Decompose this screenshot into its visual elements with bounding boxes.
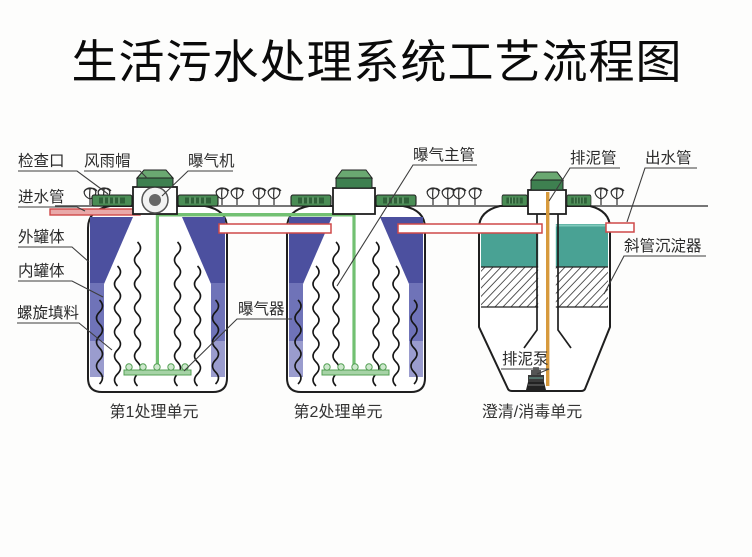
tank1-aeration-riser-pipe bbox=[155, 214, 159, 372]
caption-unit3: 澄清/消毒单元 bbox=[482, 403, 582, 421]
label-rain-cap: 风雨帽 bbox=[84, 152, 131, 170]
leader-sludge-pipe bbox=[548, 167, 620, 202]
tank2-rain-cap-front bbox=[335, 177, 373, 189]
tank2-manhole bbox=[290, 169, 417, 215]
label-inlet-pipe: 进水管 bbox=[18, 188, 65, 206]
caption-unit1: 第1处理单元 bbox=[110, 403, 199, 421]
tank1-wall-band-right bbox=[211, 283, 225, 341]
leader-inclined-tube-settler bbox=[603, 255, 706, 295]
page-title: 生活污水处理系统工艺流程图 bbox=[72, 37, 683, 88]
tank1-wall-wedge-right bbox=[182, 217, 225, 284]
leader-rain-cap bbox=[84, 170, 148, 179]
leader-spiral-packing bbox=[17, 322, 113, 351]
tank3-center-channel-walls bbox=[523, 213, 572, 349]
tank2-rain-cap-top bbox=[335, 169, 373, 179]
label-inclined-tube-settler: 斜管沉淀器 bbox=[624, 237, 702, 255]
tank3-manhole bbox=[501, 171, 592, 386]
label-outlet-pipe: 出水管 bbox=[645, 149, 692, 167]
tank2-diffuser-bar bbox=[321, 363, 390, 376]
label-spiral-packing: 螺旋填料 bbox=[17, 304, 79, 322]
label-sludge-pump: 排泥泵 bbox=[502, 350, 549, 368]
tank1-wall-band-left bbox=[90, 283, 104, 341]
tank1-wall-band-left-lower bbox=[90, 341, 104, 377]
leader-sludge-pump bbox=[501, 368, 550, 375]
label-outer-tank: 外罐体 bbox=[18, 228, 65, 246]
leader-lines bbox=[17, 164, 706, 375]
tank1-vent-cap-right bbox=[177, 194, 219, 207]
transfer-pipe-1-2 bbox=[218, 223, 332, 234]
caption-unit2: 第2处理单元 bbox=[294, 403, 383, 421]
tank-1 bbox=[87, 205, 228, 393]
callout-labels: 检查口 风雨帽 曝气机 进水管 外罐体 内罐体 螺旋填料 曝气器 曝气主管 排泥… bbox=[17, 146, 702, 368]
label-aeration-main-pipe: 曝气主管 bbox=[413, 146, 475, 164]
leader-outlet-pipe bbox=[626, 167, 697, 223]
tank2-vent-cap-left bbox=[290, 194, 332, 207]
leader-outer-tank bbox=[18, 246, 90, 263]
tank2-aeration-riser-pipe bbox=[352, 215, 356, 372]
sludge-riser-pipe bbox=[546, 192, 550, 386]
tank3-rain-cap-front bbox=[530, 179, 564, 191]
tank1-wall-wedge-left bbox=[90, 217, 133, 284]
tank2-wall-band-right-lower bbox=[409, 341, 423, 377]
leader-inner-tank bbox=[18, 280, 104, 298]
tank2-vent-cap-right bbox=[375, 194, 417, 207]
transfer-pipe-2-3 bbox=[397, 223, 543, 234]
blower-hub bbox=[149, 194, 161, 206]
tank-2 bbox=[286, 205, 426, 393]
tank3-rain-cap-top bbox=[530, 171, 564, 181]
tank2-wall-band-right bbox=[409, 283, 423, 341]
leader-inlet-pipe bbox=[18, 206, 86, 212]
label-sludge-pipe: 排泥管 bbox=[570, 149, 617, 167]
leader-aeration-main-pipe bbox=[336, 164, 477, 287]
label-inner-tank: 内罐体 bbox=[18, 262, 65, 280]
aeration-main-pipe bbox=[156, 213, 355, 217]
tank1-vent-cap-left bbox=[91, 194, 133, 207]
unit-captions: 第1处理单元 第2处理单元 澄清/消毒单元 bbox=[110, 403, 583, 421]
tank3-vent-cap-right bbox=[566, 194, 592, 207]
inlet-pipe bbox=[49, 208, 141, 216]
leader-air-diffuser bbox=[183, 318, 292, 372]
label-air-diffuser: 曝气器 bbox=[238, 300, 285, 318]
tank1-rain-cap-front bbox=[136, 177, 174, 188]
leader-inspection-port bbox=[18, 170, 109, 195]
leader-aerator-machine bbox=[161, 170, 233, 197]
label-inspection-port: 检查口 bbox=[18, 152, 65, 170]
label-aerator-machine: 曝气机 bbox=[188, 152, 235, 170]
tank1-wall-band-right-lower bbox=[211, 341, 225, 377]
outlet-pipe-stub bbox=[605, 222, 635, 233]
tank3-vent-cap-left bbox=[501, 194, 528, 207]
